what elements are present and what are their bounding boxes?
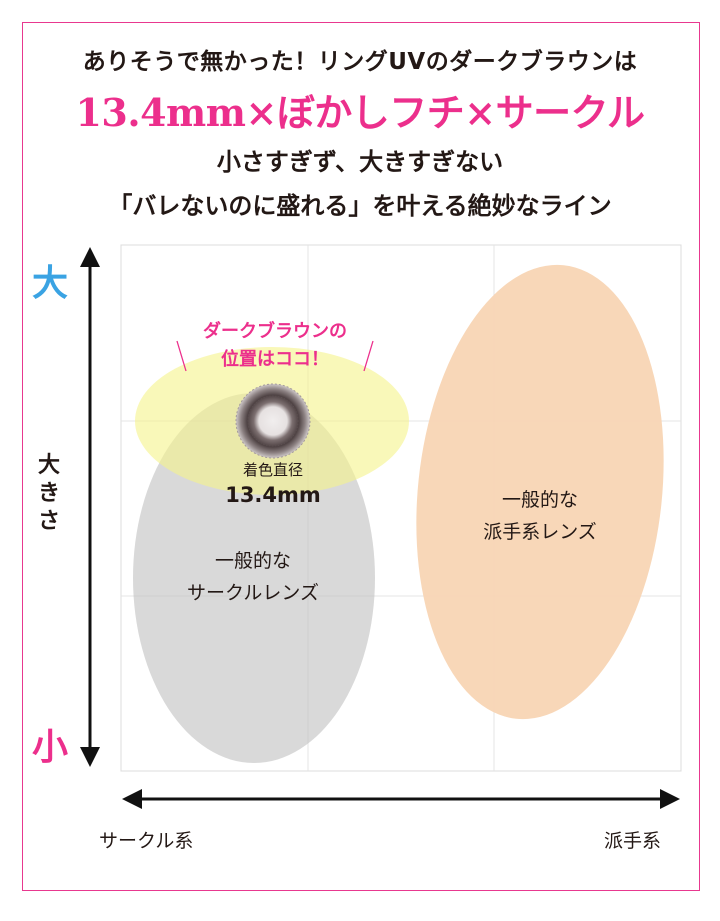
callout-line-2: 位置はココ！ [221,349,329,370]
headline-feature: 13.4mm×ぼかしフチ×サークル [75,90,645,135]
flashy-lens-label: 一般的な 派手系レンズ [450,484,630,548]
x-axis-arrow [122,789,680,809]
y-axis-min-label: 小 [32,727,69,768]
circle-lens-label-line-1: 一般的な [214,550,291,572]
callout-marks [176,340,374,372]
x-axis-left-label: サークル系 [99,830,194,852]
lens-diameter-label: 着色直径 [242,461,303,479]
page-frame [22,22,700,891]
flashy-lens-label-line-2: 派手系レンズ [483,521,597,543]
y-axis-arrow [80,247,100,767]
flashy-lens-region [416,264,664,720]
callout-line-1: ダークブラウンの [203,321,347,342]
circle-lens-label-line-2: サークルレンズ [186,582,320,604]
circle-lens-label: 一般的な サークルレンズ [158,545,348,609]
y-axis-title: 大きさ [37,453,60,534]
y-axis-max-label: 大 [32,263,69,304]
x-axis-right-label: 派手系 [604,830,662,852]
dark-brown-callout: ダークブラウンの 位置はココ！ [168,318,382,374]
headline-intro: ありそうで無かった！リングUVのダークブラウンは [82,49,638,75]
flashy-lens-label-line-1: 一般的な [501,489,578,511]
lens-diameter-value: 13.4mm [225,483,321,507]
subheadline-balance: 「バレないのに盛れる」を叶える絶妙なライン [108,192,612,220]
subheadline-size: 小さすぎず、大きすぎない [216,148,504,176]
lens-icon [235,383,311,459]
